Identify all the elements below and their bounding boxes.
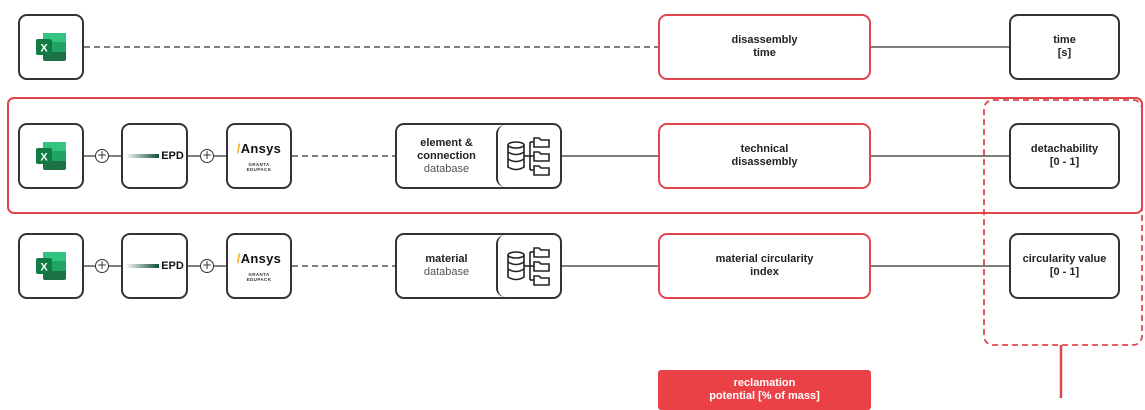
database-material: material database <box>395 233 562 299</box>
output-circularity-value: circularity value [0 - 1] <box>1009 233 1120 299</box>
svg-text:X: X <box>40 262 48 274</box>
output-time: time [s] <box>1009 14 1120 80</box>
process-label-line1: material circularity <box>715 253 814 265</box>
output-label-line1: detachability <box>1030 143 1099 155</box>
process-material-circularity-index: material circularity index <box>658 233 871 299</box>
excel-source-row1: X <box>18 14 84 80</box>
database-label-line2: database <box>423 266 470 278</box>
process-disassembly-time: disassembly time <box>658 14 871 80</box>
epd-logo: EPD <box>125 150 184 162</box>
ansys-source-row3: /Ansys GRANTA EDUPACK <box>226 233 292 299</box>
result-label-line2: potential [% of mass] <box>709 390 820 402</box>
database-label-line1: element & <box>420 136 473 149</box>
highlight-frame-outputs <box>983 99 1143 346</box>
connector-lines <box>7 46 1143 398</box>
plus-icon: + <box>95 148 109 163</box>
excel-icon: X <box>36 252 66 280</box>
output-label-line2: [0 - 1] <box>1049 156 1080 168</box>
epd-source-row3: EPD <box>121 233 188 299</box>
result-label-line1: reclamation <box>733 377 796 389</box>
epd-source-row2: EPD <box>121 123 188 189</box>
output-label-line1: circularity value <box>1022 253 1107 265</box>
result-arrow <box>1059 345 1063 398</box>
ansys-granta-logo: /Ansys GRANTA EDUPACK <box>236 140 282 172</box>
excel-source-row3: X <box>18 233 84 299</box>
database-folder-icon <box>507 247 550 286</box>
process-label-line1: technical <box>740 143 789 155</box>
plus-icon: + <box>200 258 214 273</box>
process-label-line2: time <box>753 47 776 59</box>
plus-icon: + <box>200 148 214 163</box>
database-label-line2: connection <box>417 149 476 162</box>
output-label-line2: [0 - 1] <box>1049 266 1080 278</box>
excel-source-row2: X <box>18 123 84 189</box>
database-element-connection: element & connection database <box>395 123 562 189</box>
output-detachability: detachability [0 - 1] <box>1009 123 1120 189</box>
database-label-line3: database <box>423 162 470 175</box>
plus-icon: + <box>95 258 109 273</box>
excel-icon: X <box>36 142 66 170</box>
process-label-line1: disassembly <box>731 34 798 46</box>
ansys-granta-logo: /Ansys GRANTA EDUPACK <box>236 250 282 282</box>
process-label-line2: disassembly <box>731 156 798 168</box>
ansys-source-row2: /Ansys GRANTA EDUPACK <box>226 123 292 189</box>
process-label-line2: index <box>750 266 779 278</box>
excel-icon: X <box>36 33 66 61</box>
output-label-line2: [s] <box>1057 47 1072 59</box>
svg-text:X: X <box>40 43 48 55</box>
database-folder-icon <box>507 137 550 176</box>
output-label-line1: time <box>1053 34 1076 46</box>
database-label-line1: material <box>425 253 468 265</box>
svg-text:X: X <box>40 152 48 164</box>
result-reclamation-potential: reclamation potential [% of mass] <box>658 370 871 410</box>
process-technical-disassembly: technical disassembly <box>658 123 871 189</box>
epd-logo: EPD <box>125 260 184 272</box>
